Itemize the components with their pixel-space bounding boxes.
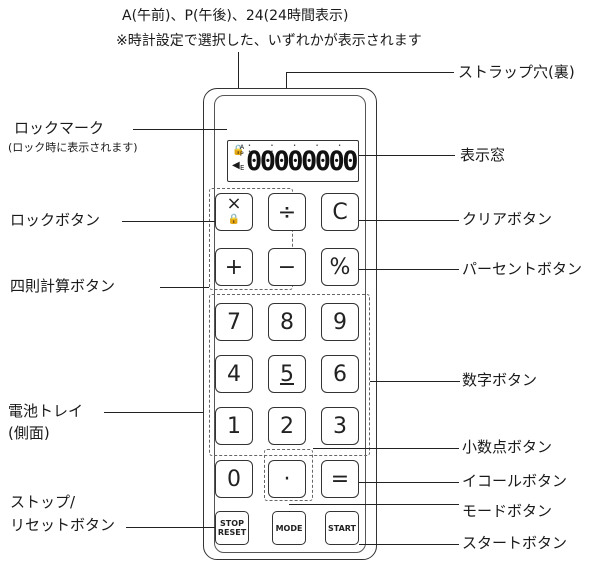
clear-leader-line (359, 220, 459, 221)
battery-leader-line (104, 412, 203, 413)
e-indicator: E (240, 164, 245, 172)
speaker-icon: ◀ (232, 160, 240, 171)
divide-label: ÷ (277, 199, 297, 225)
plus-button[interactable]: + (215, 248, 253, 286)
digit-0-label: 0 (227, 466, 241, 492)
digit-8-label: 8 (280, 309, 294, 335)
digit-9-button[interactable]: 9 (321, 303, 359, 341)
lock-button-symbol: × (226, 193, 242, 214)
number-buttons-group (209, 294, 370, 456)
arith-buttons-label: 四則計算ボタン (10, 277, 116, 295)
percent-button-label: パーセントボタン (462, 260, 583, 278)
digit-7-button[interactable]: 7 (215, 303, 253, 341)
display-window-label: 表示窓 (460, 146, 506, 164)
mode-leader-line (289, 504, 459, 505)
decimal-leader-line (313, 448, 459, 449)
digit-3-button[interactable]: 3 (321, 407, 359, 445)
decimal-button-group (264, 449, 313, 501)
lock-mark-leader-line (133, 129, 227, 130)
stop-reset-label-line2: リセットボタン (10, 516, 116, 534)
mode-button-label: モードボタン (462, 502, 553, 520)
clear-button-label: クリアボタン (462, 210, 553, 228)
percent-button[interactable]: % (321, 248, 359, 286)
lock-mark-note: (ロック時に表示されます) (8, 141, 138, 154)
number-buttons-label: 数字ボタン (462, 371, 538, 389)
top-note-line2: ※時計設定で選択した、いずれかが表示されます (116, 33, 422, 49)
equals-button[interactable]: = (321, 460, 359, 498)
lock-button[interactable]: × 🔒 (215, 193, 253, 231)
clear-label: C (332, 199, 348, 225)
top-note-line1: A(午前)、P(午後)、24(24時間表示) (122, 8, 349, 24)
lock-icon: 🔒 (232, 145, 245, 156)
arith-leader-line (160, 287, 209, 288)
lock-button-leader-line (122, 221, 215, 222)
decimal-button-label: 小数点ボタン (462, 438, 553, 456)
decimal-button[interactable]: · (268, 460, 306, 498)
start-button[interactable]: START (325, 511, 359, 545)
am-indicator: A (240, 144, 245, 151)
minus-label: − (277, 254, 297, 280)
digit-3-label: 3 (333, 413, 347, 439)
pm-indicator: P (240, 151, 244, 158)
reset-label: RESET (217, 528, 247, 537)
percent-leader-line (359, 269, 459, 270)
digit-7-label: 7 (227, 309, 241, 335)
strap-hole-leader (286, 72, 372, 88)
digit-4-label: 4 (227, 361, 241, 387)
digit-4-button[interactable]: 4 (215, 355, 253, 393)
digit-2-label: 2 (280, 413, 294, 439)
equals-leader-line (359, 482, 459, 483)
mode-button[interactable]: MODE (272, 511, 306, 545)
equals-label: = (330, 466, 350, 492)
start-label: START (327, 523, 357, 533)
decimal-label: · (283, 466, 291, 492)
digit-5-button[interactable]: 5 (268, 355, 306, 393)
display-leader-line (359, 155, 455, 156)
equals-button-label: イコールボタン (462, 472, 568, 490)
battery-tray-label: 電池トレイ (8, 402, 84, 420)
battery-tray-note: (側面) (8, 424, 50, 442)
display-ticks: • • • • • • • • (248, 143, 351, 155)
lock-mark-label: ロックマーク (14, 119, 105, 137)
lock-button-label: ロックボタン (10, 211, 101, 229)
digit-6-button[interactable]: 6 (321, 355, 359, 393)
percent-label: % (329, 254, 351, 280)
digit-9-label: 9 (333, 309, 347, 335)
arith-buttons-group (209, 188, 293, 290)
digit-8-button[interactable]: 8 (268, 303, 306, 341)
digit-2-button[interactable]: 2 (268, 407, 306, 445)
mode-leader-stub (289, 511, 290, 512)
strap-hole-label: ストラップ穴(裏) (458, 63, 575, 81)
digit-6-label: 6 (333, 361, 347, 387)
start-button-label: スタートボタン (462, 534, 568, 552)
display-digits: 00000000 (246, 146, 358, 177)
strap-leader-line (372, 72, 454, 73)
stop-reset-leader-line (126, 527, 215, 528)
clear-button[interactable]: C (321, 193, 359, 231)
minus-button[interactable]: − (268, 248, 306, 286)
mode-label: MODE (275, 523, 303, 533)
divide-button[interactable]: ÷ (268, 193, 306, 231)
start-leader-line (359, 544, 459, 545)
digit-0-button[interactable]: 0 (215, 460, 253, 498)
digit-1-button[interactable]: 1 (215, 407, 253, 445)
plus-label: + (224, 254, 244, 280)
number-leader-line (370, 381, 460, 382)
stop-reset-label-line1: ストップ/ (10, 493, 76, 511)
lock-icon: 🔒 (227, 214, 241, 225)
digit-1-label: 1 (227, 413, 241, 439)
digit-5-label: 5 (280, 361, 294, 387)
stop-label: STOP (220, 519, 244, 528)
